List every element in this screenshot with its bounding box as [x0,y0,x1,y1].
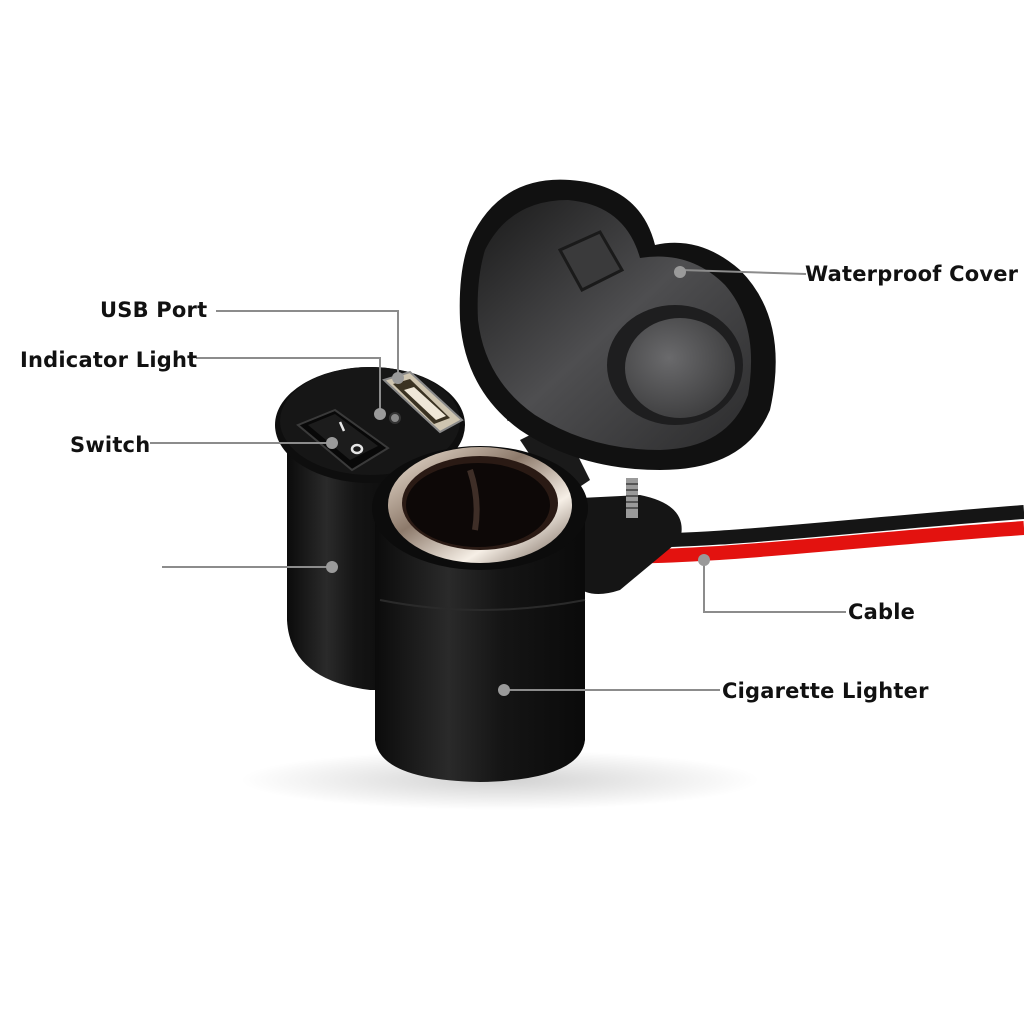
indicator-light [389,412,401,424]
leader-usb-port [216,310,399,378]
leader-lines [150,269,846,691]
leader-waterproof-cover [681,269,807,275]
cigarette-lighter-socket [372,446,588,782]
leader-indicator-light [196,357,381,414]
label-waterproof-cover: Waterproof Cover [805,262,1019,286]
label-switch: Switch [70,433,151,457]
label-cigarette-lighter: Cigarette Lighter [722,679,929,703]
label-usb-port: USB Port [100,298,208,322]
leader-cable [703,560,846,613]
label-indicator-light: Indicator Light [20,348,198,372]
usb-port [382,370,464,434]
rocker-switch [296,408,390,472]
callout-dots [326,266,710,696]
label-cable: Cable [848,600,916,624]
waterproof-cover [459,179,776,470]
